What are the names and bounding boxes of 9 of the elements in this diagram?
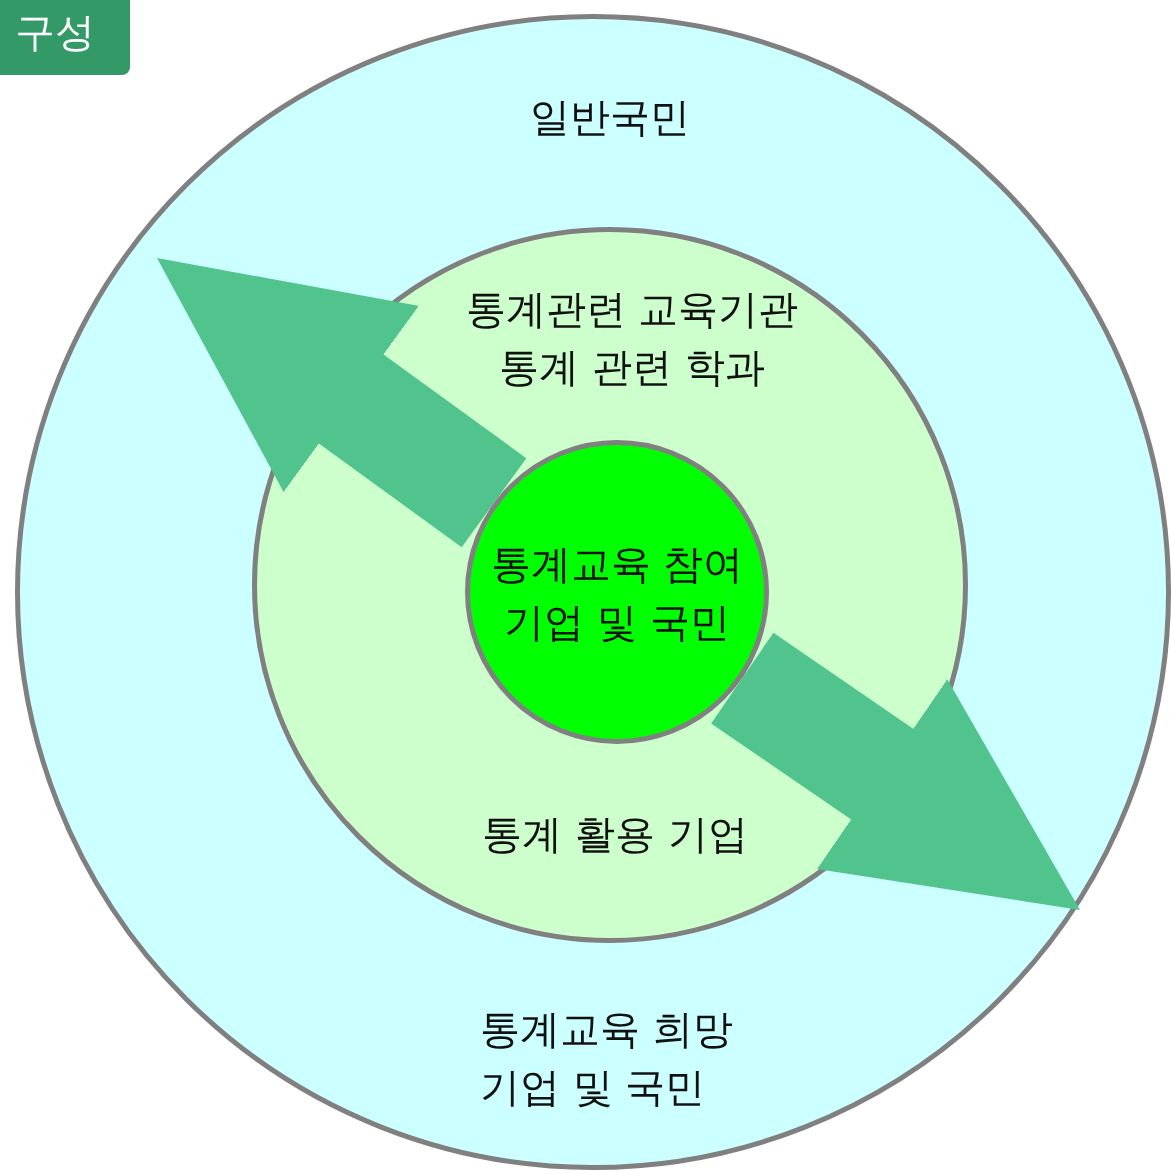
arrow xyxy=(157,258,527,548)
circle-label: 통계 활용 기업 xyxy=(481,810,749,859)
arrow xyxy=(711,632,1080,910)
circle-label: 통계교육 참여 기업 및 국민 xyxy=(489,540,745,647)
circle-label: 통계교육 희망 기업 및 국민 xyxy=(480,1005,734,1112)
circle-label: 일반국민 xyxy=(529,93,691,142)
circle-label: 통계관련 교육기관 xyxy=(464,285,800,334)
circle-label: 통계 관련 학과 xyxy=(498,343,766,392)
title-tab: 구성 xyxy=(0,0,130,75)
